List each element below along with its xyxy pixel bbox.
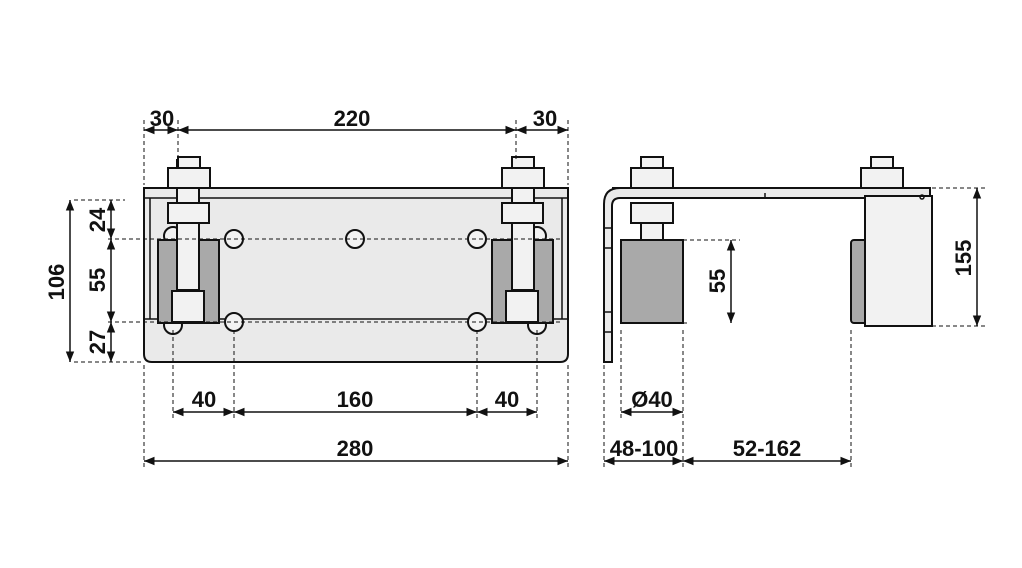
dim-bottom-center: 160 xyxy=(337,387,374,412)
gate-profile xyxy=(850,156,933,327)
dim-bottom-left: 40 xyxy=(192,387,216,412)
dim-top-left: 30 xyxy=(150,106,174,131)
dim-bottom-right: 40 xyxy=(495,387,519,412)
dim-total-height: 106 xyxy=(44,264,69,301)
right-roller-assembly xyxy=(491,156,554,324)
front-view: 30 220 30 106 24 55 27 40 160 40 280 xyxy=(44,106,569,468)
dim-offset-range-2: 52-162 xyxy=(733,436,802,461)
dim-overall-width: 280 xyxy=(337,436,374,461)
dim-top-right: 30 xyxy=(533,106,557,131)
l-bracket xyxy=(603,187,931,363)
dim-roller-diameter: Ø40 xyxy=(631,387,673,412)
dim-top-offset: 24 xyxy=(85,207,110,232)
dim-top-center: 220 xyxy=(334,106,371,131)
side-view: 55 155 Ø40 48-100 52-162 xyxy=(603,156,985,468)
dim-roller-height: 55 xyxy=(705,269,730,293)
dim-hole-spacing: 55 xyxy=(85,268,110,292)
side-roller xyxy=(620,156,684,324)
left-roller-assembly xyxy=(157,156,220,324)
dim-total-height-side: 155 xyxy=(951,240,976,277)
dim-offset-range-1: 48-100 xyxy=(610,436,679,461)
dim-bottom-offset: 27 xyxy=(85,330,110,354)
